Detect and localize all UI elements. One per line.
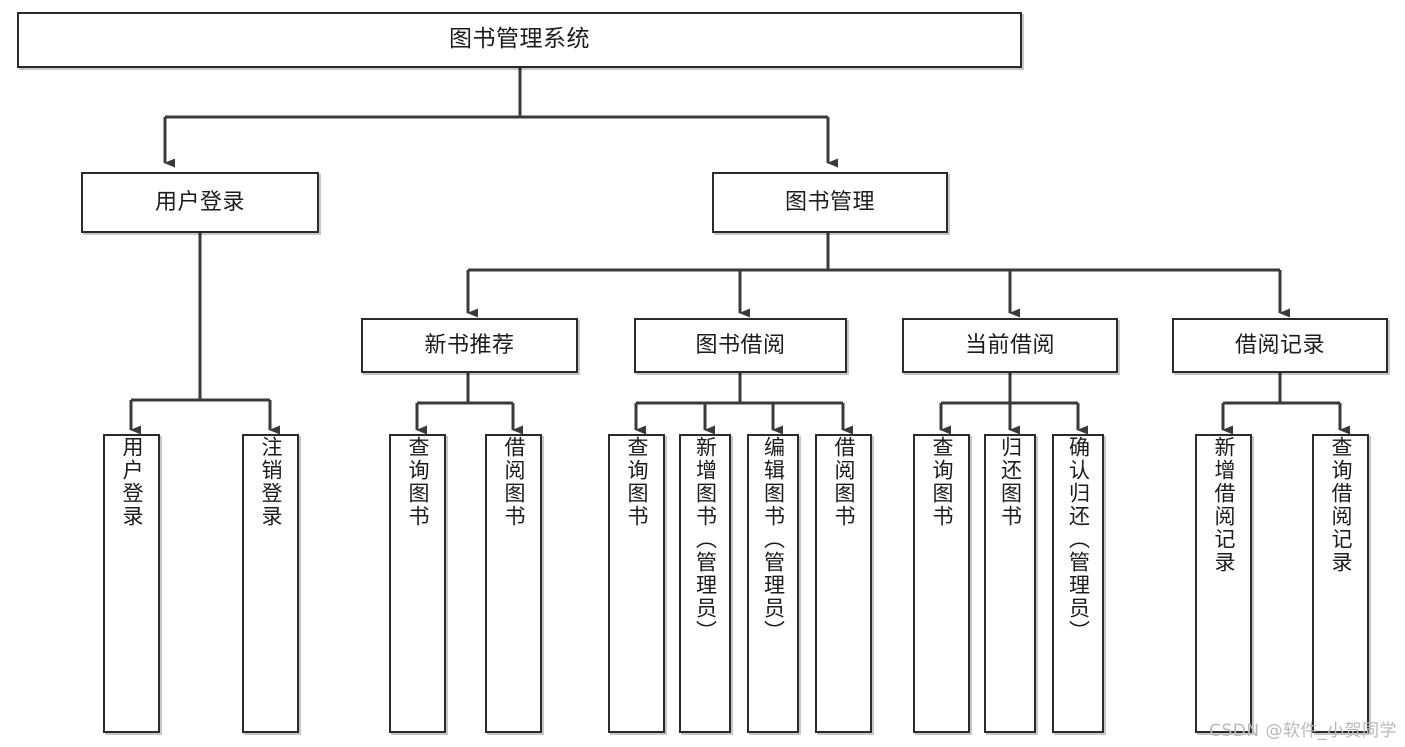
node-book-borrow[interactable]: 图书借阅 (634, 318, 847, 373)
node-leaf-borrow-book-1-label: 借阅图书 (502, 436, 526, 528)
node-leaf-query-book-2-label: 查询图书 (625, 436, 649, 528)
node-leaf-add-record-label: 新增借阅记录 (1212, 436, 1236, 574)
node-leaf-borrow-book-2-label: 借阅图书 (832, 436, 856, 528)
node-leaf-add-book[interactable]: 新增图书（管理员） (679, 434, 731, 733)
node-leaf-query-record-label: 查询借阅记录 (1329, 436, 1353, 574)
node-leaf-user-login[interactable]: 用户登录 (103, 434, 160, 733)
node-leaf-return-book-label: 归还图书 (998, 436, 1023, 528)
node-leaf-logout[interactable]: 注销登录 (242, 434, 299, 733)
node-leaf-borrow-book-2[interactable]: 借阅图书 (815, 434, 872, 733)
node-new-book-recommend-label: 新书推荐 (424, 332, 515, 358)
node-borrow-record-label: 借阅记录 (1234, 332, 1325, 358)
node-leaf-edit-book[interactable]: 编辑图书（管理员） (747, 434, 799, 733)
node-current-borrow-label: 当前借阅 (964, 332, 1055, 358)
node-leaf-edit-book-label: 编辑图书（管理员） (761, 436, 786, 643)
node-leaf-confirm-return-label: 确认归还（管理员） (1066, 436, 1091, 643)
node-leaf-query-book-3-label: 查询图书 (930, 436, 954, 528)
node-leaf-query-book-1[interactable]: 查询图书 (389, 434, 446, 733)
node-book-management-label: 图书管理 (784, 189, 875, 215)
node-leaf-confirm-return[interactable]: 确认归还（管理员） (1052, 434, 1104, 733)
node-root-label: 图书管理系统 (449, 26, 590, 53)
node-new-book-recommend[interactable]: 新书推荐 (361, 318, 578, 373)
node-book-borrow-label: 图书借阅 (695, 332, 786, 358)
node-leaf-add-book-label: 新增图书（管理员） (693, 436, 718, 643)
node-leaf-user-login-label: 用户登录 (120, 436, 144, 528)
node-leaf-borrow-book-1[interactable]: 借阅图书 (485, 434, 542, 733)
node-borrow-record[interactable]: 借阅记录 (1172, 318, 1388, 373)
node-root[interactable]: 图书管理系统 (17, 12, 1022, 68)
node-leaf-return-book[interactable]: 归还图书 (984, 434, 1036, 733)
node-leaf-query-record[interactable]: 查询借阅记录 (1312, 434, 1369, 733)
node-book-management[interactable]: 图书管理 (712, 172, 948, 233)
node-leaf-query-book-1-label: 查询图书 (406, 436, 430, 528)
node-leaf-query-book-2[interactable]: 查询图书 (608, 434, 665, 733)
node-user-login[interactable]: 用户登录 (81, 172, 319, 233)
node-leaf-query-book-3[interactable]: 查询图书 (913, 434, 970, 733)
node-leaf-logout-label: 注销登录 (259, 436, 283, 528)
node-leaf-add-record[interactable]: 新增借阅记录 (1195, 434, 1252, 733)
node-user-login-label: 用户登录 (154, 189, 245, 215)
node-current-borrow[interactable]: 当前借阅 (902, 318, 1118, 373)
